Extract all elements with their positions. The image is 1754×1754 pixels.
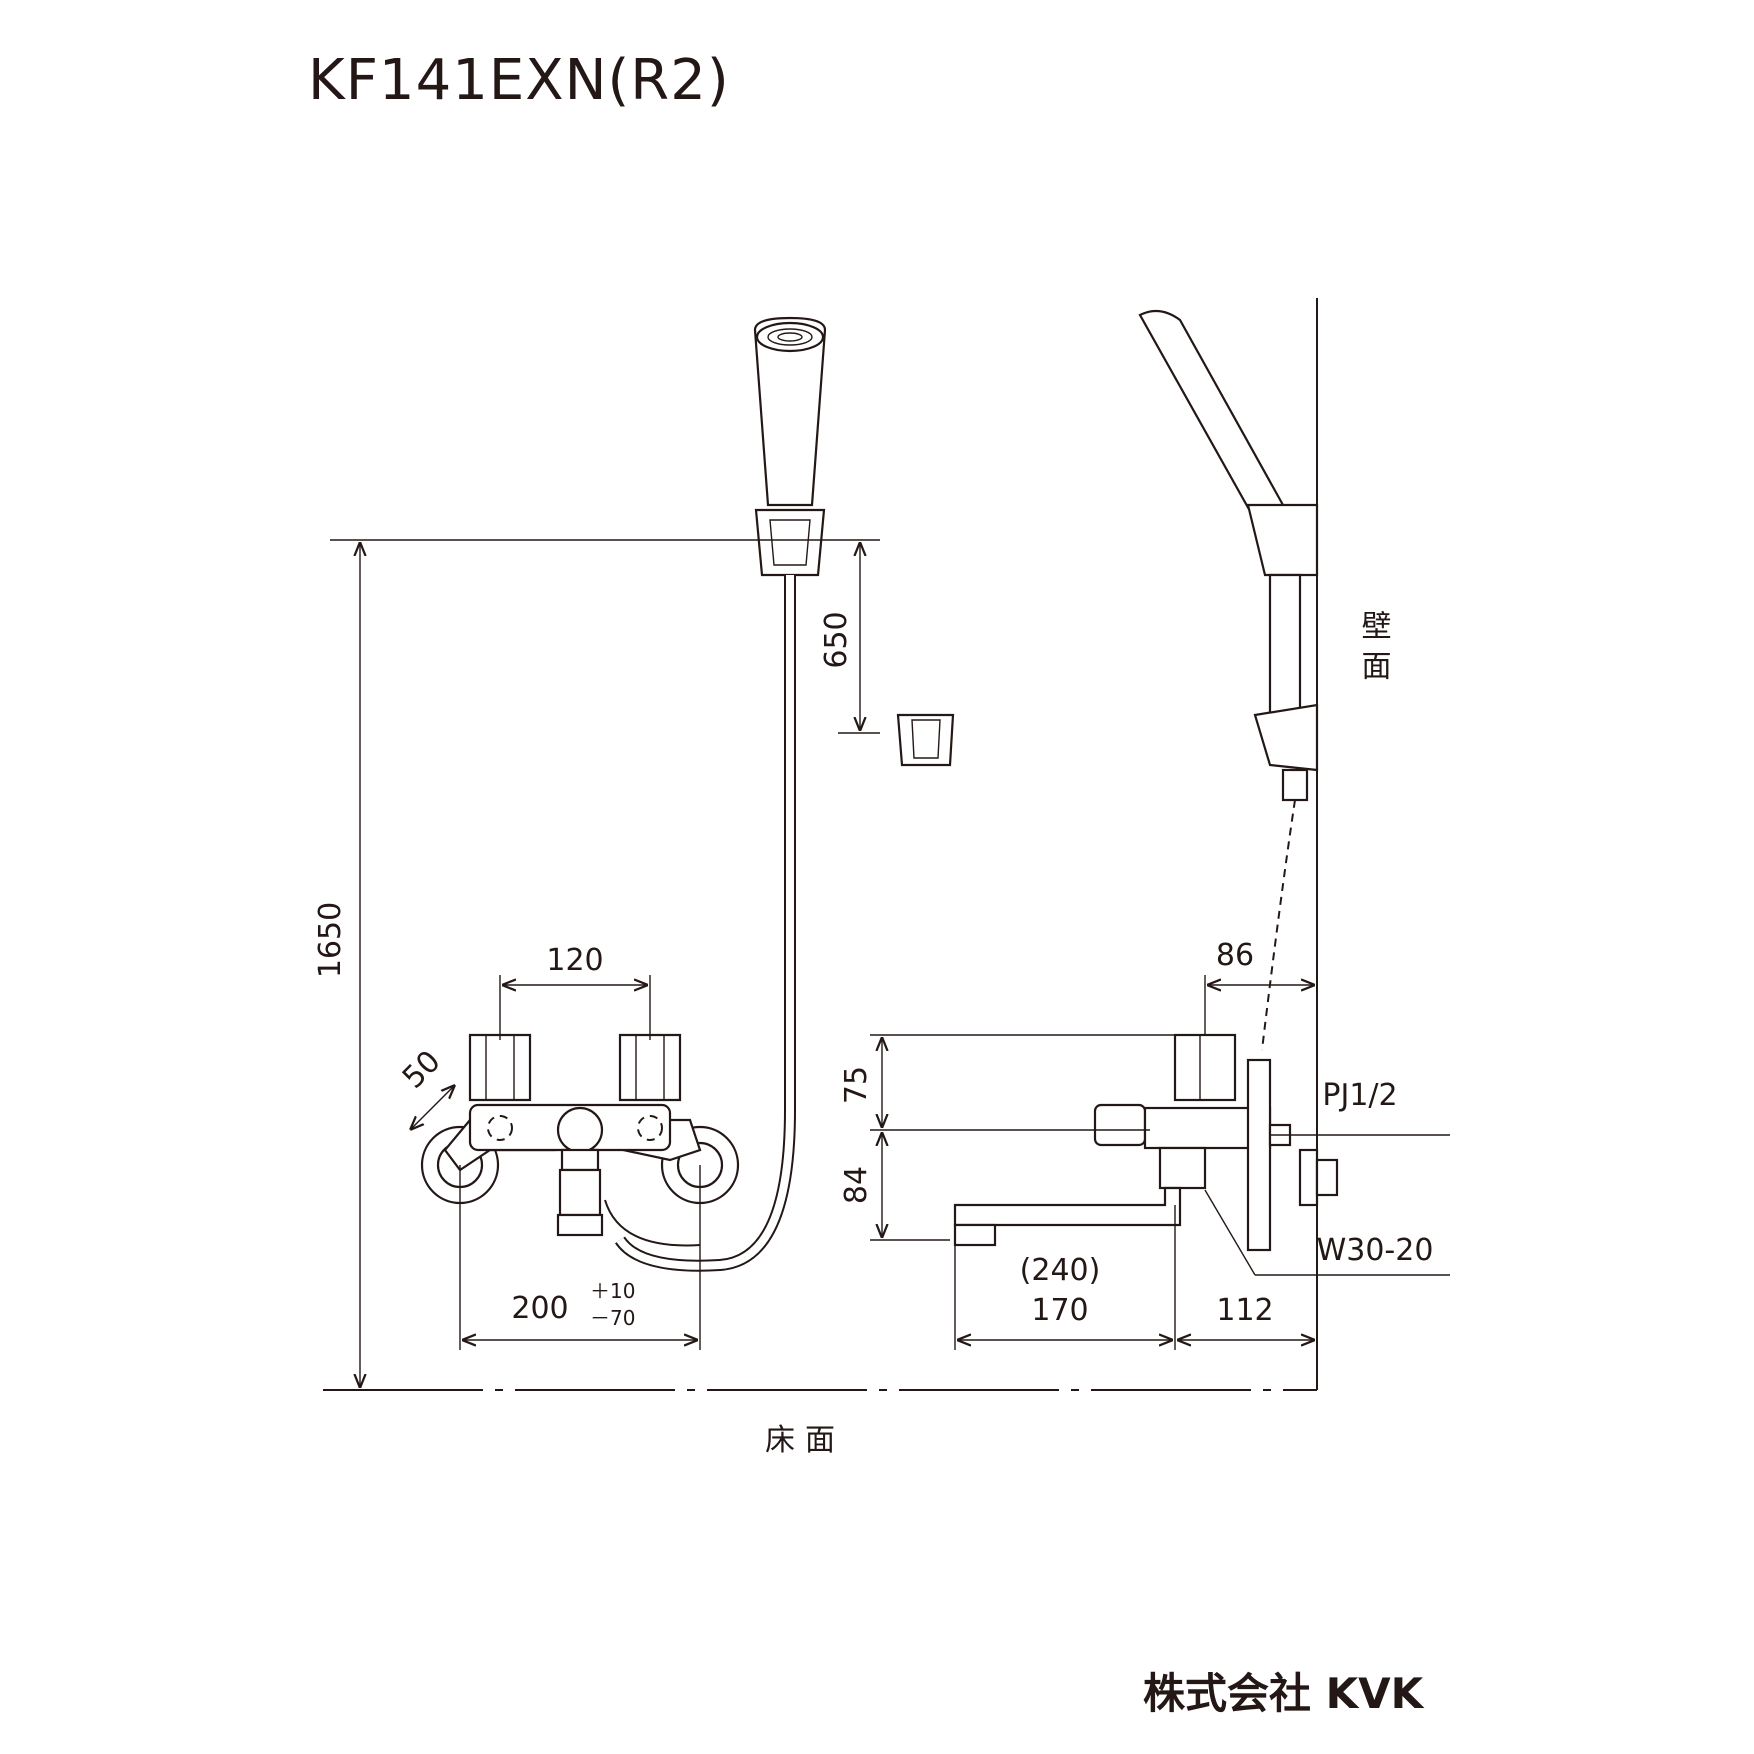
dim-86: 86	[1216, 938, 1254, 973]
shower-head-side-icon	[1138, 309, 1319, 1051]
tol-minus: －70	[590, 1306, 635, 1330]
dim-200: 200	[511, 1291, 568, 1326]
label-w30: W30-20	[1317, 1233, 1434, 1268]
faucet-front-icon	[420, 1033, 740, 1237]
wall-label: 壁面	[1356, 610, 1392, 690]
dim-120: 120	[546, 943, 603, 978]
dim-112: 112	[1216, 1293, 1273, 1328]
company-logo: 株式会社 KVK	[1143, 1669, 1424, 1718]
label-pj: PJ1/2	[1322, 1078, 1397, 1113]
dim-1650: 1650	[313, 902, 348, 978]
tol-plus: ＋10	[590, 1279, 635, 1303]
dim-170: 170	[1031, 1293, 1088, 1328]
faucet-side-icon	[953, 1033, 1339, 1252]
dim-650: 650	[819, 611, 854, 668]
shower-head-front-icon	[753, 316, 827, 577]
dim-84: 84	[839, 1166, 874, 1204]
dim-240: (240)	[1020, 1253, 1101, 1288]
dim-75: 75	[839, 1066, 874, 1104]
floor-label: 床面	[765, 1423, 845, 1458]
dim-50: 50	[396, 1044, 448, 1096]
holder-hook-icon	[896, 713, 955, 767]
model-title: KF141EXN(R2)	[308, 48, 730, 113]
